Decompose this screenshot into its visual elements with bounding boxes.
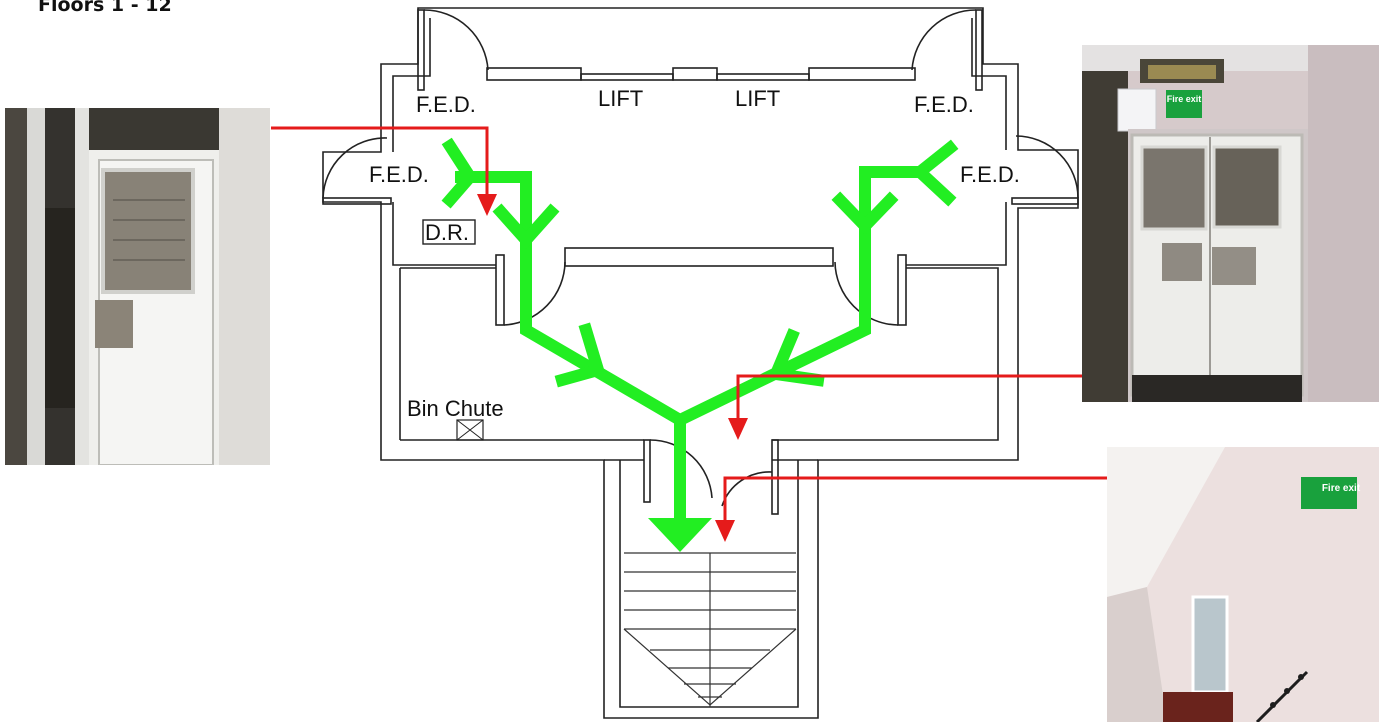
stairwell-photo: Fire exit [1107,447,1379,722]
escape-route [441,137,959,526]
callout-arrowhead [477,194,497,216]
callout-lines [271,126,1107,522]
escape-arrowhead [648,518,712,552]
fire-exit-sign [1301,477,1357,509]
double-fire-door-photo: Fire exit [1082,45,1379,402]
lift-label: LIFT [598,86,643,111]
fed-label: F.E.D. [914,92,974,117]
sign-text: Fire exit [1167,94,1202,104]
page-title: Floors 1 - 12 [38,0,172,16]
callout-arrowhead [728,418,748,440]
fed-label: F.E.D. [416,92,476,117]
lift-label: LIFT [735,86,780,111]
bin-chute-label: Bin Chute [407,396,504,421]
fire-exit-sign [1166,90,1202,118]
fed-label: F.E.D. [369,162,429,187]
callout-arrowhead [715,520,735,542]
stairs [623,552,797,707]
fed-label: F.E.D. [960,162,1020,187]
sign-text: Fire exit [1322,483,1361,494]
dry-riser-label: D.R. [425,220,469,245]
fire-door-photo [5,108,270,465]
